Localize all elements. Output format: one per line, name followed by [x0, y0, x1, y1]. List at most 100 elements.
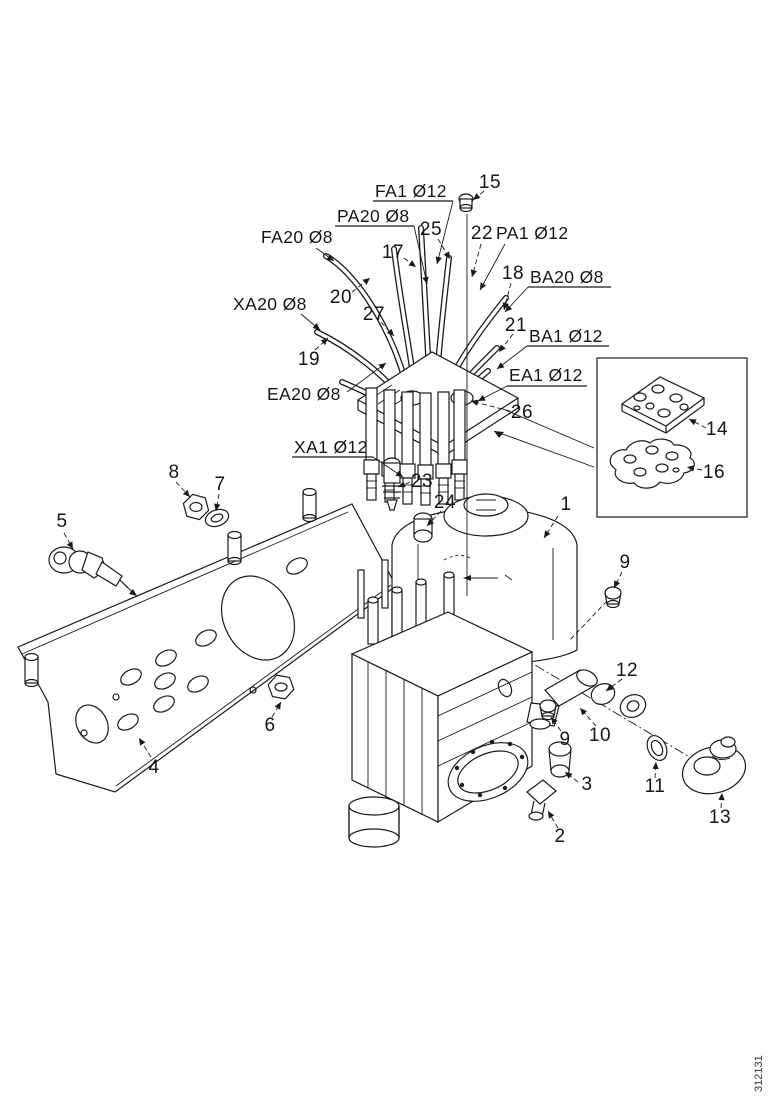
port-leader-XA20-arrowhead	[312, 323, 320, 330]
part-number-3: 3	[581, 774, 592, 795]
part-leader-9-arrowhead	[551, 717, 558, 725]
part-leader-6-arrowhead	[274, 702, 281, 710]
plug-part9-upper	[604, 586, 622, 609]
part-number-1: 1	[560, 494, 571, 515]
connector	[435, 391, 452, 505]
part-number-18: 18	[502, 263, 524, 284]
port-label-PA20: PA20 Ø8	[337, 206, 410, 226]
part-leader-20-arrowhead	[362, 278, 370, 285]
part-number-22: 22	[471, 223, 493, 244]
port-leader-PA20	[413, 225, 428, 285]
part-number-8: 8	[168, 462, 179, 483]
part-leader-25-arrowhead	[443, 251, 450, 259]
part-leader-18	[503, 282, 512, 311]
part-leader-5	[63, 532, 74, 550]
part-leader-9	[550, 716, 562, 732]
part-number-25: 25	[420, 219, 442, 240]
port-leader-BA20-arrowhead	[505, 304, 513, 312]
fitting-part15	[458, 193, 474, 213]
part-number-20: 20	[330, 287, 352, 308]
port-leader-XA1-arrowhead	[395, 470, 403, 477]
tube-bundle-connectors	[363, 387, 468, 506]
port-leader-FA20-arrowhead	[326, 254, 334, 261]
part-number-4: 4	[148, 757, 159, 778]
part-leader-18-arrowhead	[502, 302, 509, 310]
port-label-BA1: BA1 Ø12	[529, 326, 603, 346]
port-leader-PA1	[479, 243, 506, 291]
port-leader-EA20-arrowhead	[378, 363, 386, 370]
part-leader-22-arrowhead	[470, 269, 477, 277]
part-number-26: 26	[511, 402, 533, 423]
valve-muffler	[348, 796, 400, 848]
part-number-6: 6	[264, 715, 275, 736]
port-label-EA20: EA20 Ø8	[267, 384, 341, 404]
part-leader-19	[314, 337, 329, 351]
bracket-stud	[227, 530, 242, 566]
part-leader-13-arrowhead	[718, 793, 725, 801]
port-leader-EA20	[346, 362, 387, 393]
port-label-XA1: XA1 Ø12	[294, 437, 368, 457]
part-number-27: 27	[363, 304, 385, 325]
part-leader-12-arrowhead	[606, 684, 614, 691]
plug-part9-lower	[539, 699, 557, 721]
part-number-7: 7	[214, 474, 225, 495]
nut-part8	[182, 493, 210, 521]
part-number-10: 10	[589, 725, 611, 746]
assembly-axis-lines	[417, 214, 699, 763]
valve-flange	[447, 739, 529, 802]
part-leader-11	[654, 761, 657, 779]
connector	[363, 387, 380, 501]
port-label-PA1: PA1 Ø12	[496, 223, 569, 243]
port-label-EA1: EA1 Ø12	[509, 365, 583, 385]
port-label-XA20: XA20 Ø8	[233, 294, 307, 314]
port-label-BA20: BA20 Ø8	[530, 267, 604, 287]
valve-part13	[681, 736, 747, 795]
inset-box	[596, 357, 748, 518]
bracket-stud	[302, 487, 317, 523]
part-leader-3-arrowhead	[565, 772, 573, 779]
part-leader-23-arrowhead	[398, 481, 406, 488]
port-label-FA20: FA20 Ø8	[261, 227, 333, 247]
part-leader-8-arrowhead	[182, 489, 190, 497]
part-leader-7-arrowhead	[214, 503, 221, 511]
mounting-bracket-part4	[17, 487, 397, 793]
part-number-21: 21	[505, 315, 527, 336]
part-number-24: 24	[434, 492, 456, 513]
part-leader-4-arrowhead	[139, 738, 146, 746]
valve-block-body	[348, 559, 534, 848]
part-leader-9	[613, 571, 623, 589]
nut-part6	[267, 674, 295, 700]
drawing-number: 312131	[753, 1055, 765, 1092]
elbow-part10	[526, 669, 598, 730]
fitting-part23	[382, 457, 402, 511]
part-leader-27-arrowhead	[386, 328, 394, 336]
gasket-part16	[609, 438, 695, 489]
plug-part3	[548, 741, 572, 778]
leader-lines	[63, 190, 725, 829]
port-leader-BA1-arrowhead	[497, 362, 505, 369]
part-leader-15-arrowhead	[473, 193, 481, 200]
drain-valve-part5	[48, 546, 138, 597]
connector	[381, 389, 398, 503]
part-leader-26-arrowhead	[471, 399, 479, 406]
port-leader-PA1-arrowhead	[480, 282, 487, 290]
gasket-plate-part14	[620, 376, 706, 434]
port-leader-EA1-arrowhead	[478, 394, 486, 401]
part-number-16: 16	[703, 462, 725, 483]
washer-part7	[204, 508, 230, 528]
connector	[451, 389, 468, 501]
part-leader-10-arrowhead	[580, 708, 588, 716]
part-number-13: 13	[709, 807, 731, 828]
part-leader-14-arrowhead	[689, 419, 697, 426]
part-number-15: 15	[479, 172, 501, 193]
part-leader-1	[543, 515, 559, 539]
port-leader-PA20-arrowhead	[422, 276, 429, 284]
part-leader-19-arrowhead	[320, 338, 328, 346]
part-number-19: 19	[298, 349, 320, 370]
part-leader-3	[564, 771, 579, 783]
strainer-part11	[646, 735, 668, 761]
part-number-9: 9	[559, 729, 570, 750]
part-leader-21-arrowhead	[499, 344, 506, 352]
